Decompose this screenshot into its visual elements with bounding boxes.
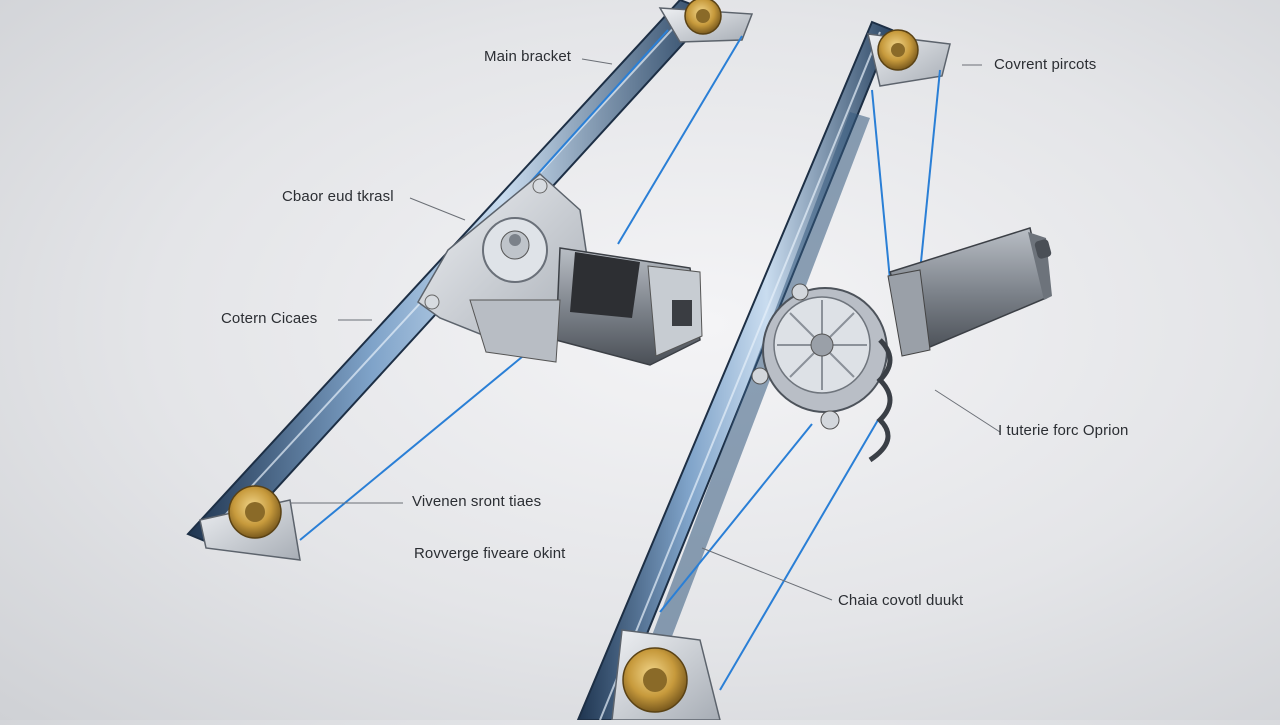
leader-control-bracket [409,197,466,221]
right-motor [887,227,1052,357]
callout-hoverge-bracket: Rovverge fiveare okint [414,545,566,562]
callout-chain-conductor: Chaia covotl duukt [838,592,964,609]
left-top-pulley-bracket [658,0,754,43]
left-bottom-pulley-bracket [199,485,301,561]
right-regulator [576,20,1052,721]
leader-chain-conductor [701,547,833,601]
left-motor [469,247,703,366]
leader-main-bracket [581,58,613,65]
callout-guide-pulleys: Covrent pircots [994,56,1097,73]
right-gear-housing [751,283,893,463]
callout-control-cables-left: Cotern Cicaes [221,310,318,327]
callout-window-slider: Vivenen sront tiaes [412,493,542,510]
right-cables [659,69,941,691]
right-top-pulley-bracket [867,29,951,87]
callout-control-bracket: Cbaor eud tkrasl [282,188,394,205]
left-regulator [186,0,754,561]
leader-electric-motor [934,389,1001,433]
callout-electric-motor: I tuterie forc Oprion [998,422,1129,439]
leader-lines [290,58,1001,601]
right-bottom-pulley-bracket [611,629,721,721]
callout-main-bracket: Main bracket [484,48,572,65]
